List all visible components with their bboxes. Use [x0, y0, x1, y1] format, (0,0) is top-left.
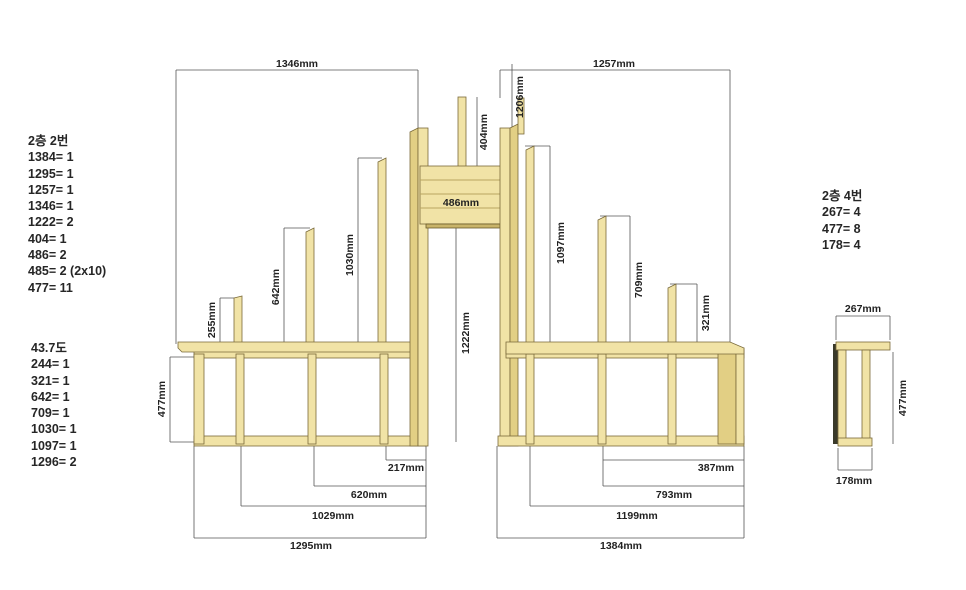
post-709 — [597, 215, 607, 351]
angle-note-line: 1296= 2 — [31, 455, 77, 470]
left-note-line: 485= 2 (2x10) — [28, 264, 107, 279]
center-header — [419, 96, 511, 229]
right-notes-title: 2층 4번 — [822, 189, 863, 203]
small-side-unit — [833, 341, 891, 447]
angle-notes: 43.7도 244= 1 321= 1 642= 1 709= 1 1030= … — [31, 340, 77, 470]
right-end-post — [735, 347, 745, 445]
dim-right-post-height: 1206mm — [514, 76, 526, 118]
right-note-line: 267= 4 — [822, 205, 861, 220]
angle-note-line: 244= 1 — [31, 357, 70, 372]
left-note-line: 477= 11 — [28, 280, 73, 295]
left-tall-post — [409, 127, 419, 447]
right-top-board — [505, 341, 745, 355]
dim-top-left-width: 1346mm — [276, 58, 318, 70]
dim-top-right-width: 1257mm — [593, 58, 635, 70]
post-1097 — [525, 145, 535, 351]
right-note-line: 477= 8 — [822, 221, 861, 236]
post-642 — [305, 227, 315, 351]
dim-post-255: 255mm — [206, 302, 218, 338]
angle-notes-title: 43.7도 — [31, 341, 67, 355]
left-note-line: 1346= 1 — [28, 199, 74, 214]
left-note-line: 1384= 1 — [28, 150, 74, 165]
left-top-board — [177, 341, 419, 353]
angle-note-line: 321= 1 — [31, 373, 70, 388]
left-base-post — [193, 353, 205, 445]
dim-small-height: 477mm — [897, 380, 909, 416]
left-notes-title: 2층 2번 — [28, 134, 69, 148]
dim-bottom-left-width: 1295mm — [290, 540, 332, 552]
small-unit-post — [861, 349, 871, 445]
dim-offset-1199: 1199mm — [616, 510, 657, 522]
dim-post-1030: 1030mm — [344, 234, 356, 276]
dim-small-top-width: 267mm — [845, 303, 881, 315]
right-top-post — [517, 97, 525, 135]
left-note-line: 1222= 2 — [28, 215, 74, 230]
dim-small-bottom-width: 178mm — [836, 475, 872, 487]
post-1030 — [377, 157, 387, 351]
left-shelf-unit — [177, 127, 429, 447]
left-base-post — [235, 353, 245, 445]
left-notes: 2층 2번 1384= 1 1295= 1 1257= 1 1346= 1 12… — [28, 133, 106, 296]
dim-header-width: 486mm — [443, 197, 479, 209]
right-shelf-unit — [497, 97, 745, 447]
small-unit-base — [837, 437, 873, 447]
right-base-post — [667, 353, 677, 445]
angle-note-line: 1030= 1 — [31, 422, 77, 437]
dim-left-base-height: 477mm — [156, 381, 168, 417]
angle-note-line: 1097= 1 — [31, 438, 77, 453]
right-tall-post — [499, 127, 511, 447]
right-base-post — [597, 353, 607, 445]
right-base-post — [525, 353, 535, 445]
post-321 — [667, 283, 677, 351]
right-notes: 2층 4번 267= 4 477= 8 178= 4 — [822, 188, 862, 253]
dim-offset-387: 387mm — [698, 462, 734, 474]
dim-offset-1029: 1029mm — [312, 510, 354, 522]
dim-offset-217: 217mm — [388, 462, 424, 474]
dim-post-321: 321mm — [700, 295, 712, 331]
left-tall-post-face — [417, 127, 429, 447]
center-top-post — [457, 96, 467, 168]
left-note-line: 1295= 1 — [28, 166, 74, 181]
right-tall-post-side — [509, 123, 519, 447]
dimension-labels: 1346mm 1257mm 1206mm 404mm 486mm 255mm 6… — [156, 58, 909, 552]
left-note-line: 404= 1 — [28, 231, 67, 246]
dim-bottom-right-width: 1384mm — [600, 540, 642, 552]
dim-post-1097: 1097mm — [555, 222, 567, 264]
angle-note-line: 642= 1 — [31, 389, 70, 404]
right-base-bottom-rail — [497, 435, 745, 447]
angle-note-line: 709= 1 — [31, 406, 70, 421]
left-note-line: 1257= 1 — [28, 182, 74, 197]
right-end-panel — [717, 349, 737, 445]
left-base-post — [307, 353, 317, 445]
small-unit-post — [837, 349, 847, 445]
small-unit-shadow — [833, 344, 839, 444]
right-note-line: 178= 4 — [822, 237, 861, 252]
dimension-lines — [169, 64, 894, 539]
dim-offset-793: 793mm — [656, 489, 692, 501]
dim-offset-620: 620mm — [351, 489, 387, 501]
header-underside — [425, 223, 501, 229]
header-block — [419, 165, 511, 225]
dim-post-642: 642mm — [270, 269, 282, 305]
dim-post-709: 709mm — [633, 262, 645, 298]
dim-center-post-height: 404mm — [478, 114, 490, 150]
left-base-post — [379, 353, 389, 445]
left-note-line: 486= 2 — [28, 248, 67, 263]
dim-opening-height: 1222mm — [460, 312, 472, 354]
small-unit-top — [835, 341, 891, 351]
